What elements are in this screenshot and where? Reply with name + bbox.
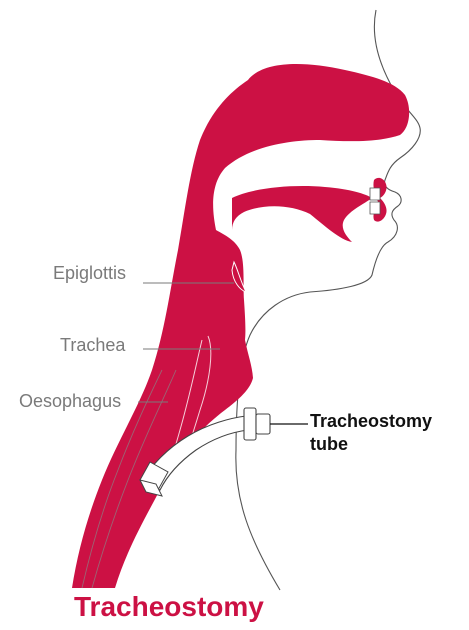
tracheostomy-tube-label: Tracheostomy tube [310,410,460,456]
tongue-palate [232,186,372,242]
trachea-label: Trachea [60,336,125,354]
tube-flange [244,408,256,440]
diagram-title: Tracheostomy [74,593,264,621]
epiglottis-label: Epiglottis [53,264,126,282]
tube-label-line-2: tube [310,433,460,456]
airway-mass [72,64,409,588]
tube-connector [256,414,270,434]
tube-label-line-1: Tracheostomy [310,410,460,433]
oesophagus-label: Oesophagus [19,392,121,410]
